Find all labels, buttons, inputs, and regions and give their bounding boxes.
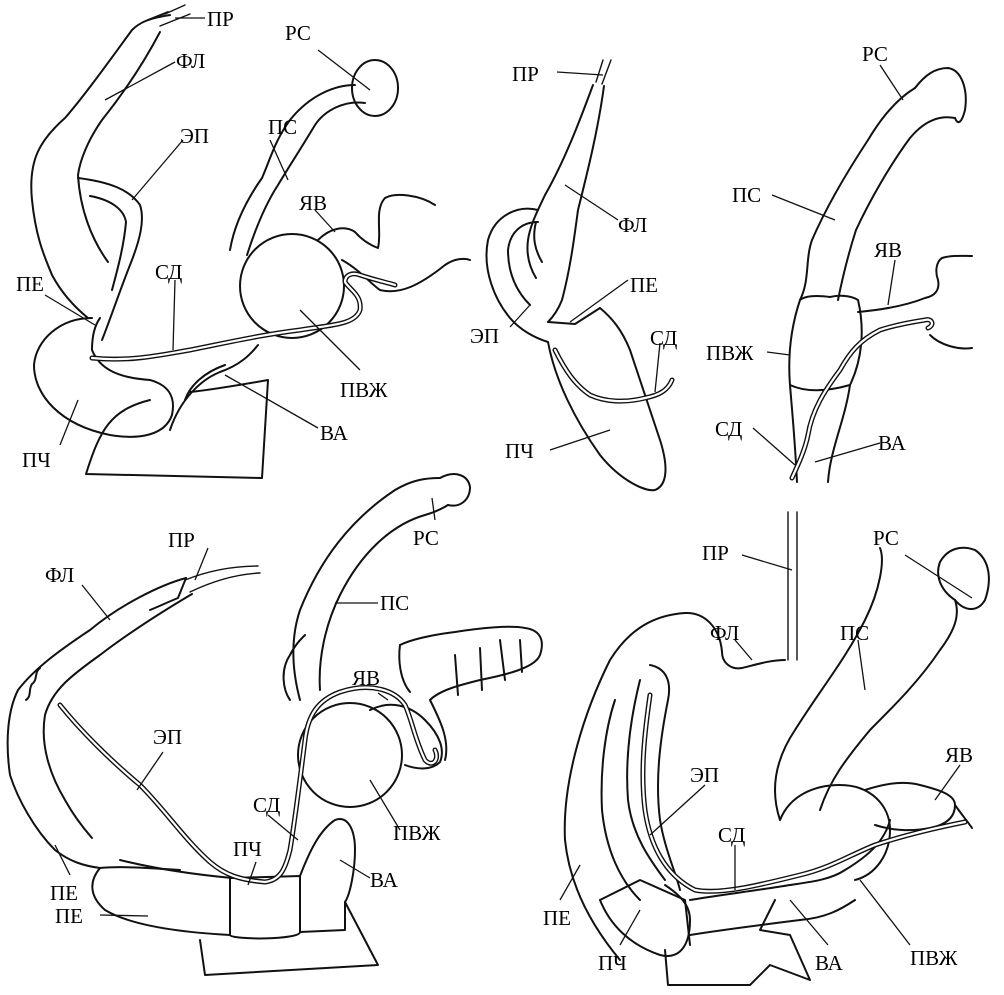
panel-top-left <box>31 5 470 478</box>
label-pvzh: ПВЖ <box>910 946 958 970</box>
spermatheca-reservoir <box>915 68 966 122</box>
spermatheca-duct <box>800 88 915 300</box>
label-va: ВА <box>878 431 907 455</box>
label-ps: ПС <box>732 183 761 207</box>
label-va: ВА <box>370 868 399 892</box>
label-fl: ФЛ <box>45 563 74 587</box>
label-sd: СД <box>253 793 280 817</box>
penial-retractor <box>788 512 797 660</box>
label-ep: ЭП <box>180 124 209 148</box>
flagellum-outline <box>31 15 170 318</box>
label-yav: ЯВ <box>874 238 902 262</box>
vaginal-gland <box>240 234 344 338</box>
label-va: ВА <box>320 421 349 445</box>
panel-bottom-left <box>8 474 542 975</box>
label-pch: ПЧ <box>598 951 627 975</box>
vagina-outline <box>170 345 258 430</box>
spermatheca-reservoir <box>938 548 989 609</box>
label-ep: ЭП <box>470 324 499 348</box>
label-va: ВА <box>815 951 844 975</box>
label-pr: ПР <box>207 7 234 31</box>
label-ep: ЭП <box>690 763 719 787</box>
label-pe: ПЕ <box>50 881 78 905</box>
label-pe: ПЕ <box>55 904 83 928</box>
penis-sheath <box>600 880 690 945</box>
label-pvzh: ПВЖ <box>340 378 388 402</box>
albumen-gland <box>318 195 435 248</box>
albumen-gland <box>858 256 972 312</box>
label-fl: ФЛ <box>176 49 205 73</box>
flagellum-outline <box>528 85 593 240</box>
label-pe: ПЕ <box>543 906 571 930</box>
label-fl: ФЛ <box>710 621 739 645</box>
label-pch: ПЧ <box>233 837 262 861</box>
label-yav: ЯВ <box>352 666 380 690</box>
label-pch: ПЧ <box>22 448 51 472</box>
label-sd: СД <box>715 417 742 441</box>
label-pch: ПЧ <box>505 439 534 463</box>
spermatheca-duct <box>775 548 882 820</box>
label-pr: ПР <box>702 541 729 565</box>
label-pr: ПР <box>168 528 195 552</box>
panel-bottom-right <box>565 512 989 985</box>
label-ps: ПС <box>380 591 409 615</box>
label-pr: ПР <box>512 62 539 86</box>
vagina-outline <box>300 819 355 902</box>
vaginal-gland <box>789 296 861 390</box>
flagellum-outline <box>565 613 785 960</box>
label-sd: СД <box>650 326 677 350</box>
sperm-duct <box>792 320 932 478</box>
sperm-duct <box>555 350 672 401</box>
label-fl: ФЛ <box>618 213 647 237</box>
label-pe: ПЕ <box>16 272 44 296</box>
spermatheca-duct <box>230 85 355 250</box>
label-ps: ПС <box>268 115 297 139</box>
albumen-gland <box>370 705 442 769</box>
penis-sheath <box>230 876 300 938</box>
label-sd: СД <box>155 260 182 284</box>
vaginal-gland <box>298 703 402 807</box>
label-sd: СД <box>718 823 745 847</box>
penial-retractor <box>596 60 611 84</box>
label-rs: РС <box>285 21 311 45</box>
spermatheca-reservoir <box>352 60 398 116</box>
label-ep: ЭП <box>153 725 182 749</box>
panel-top-right <box>789 68 972 482</box>
label-rs: РС <box>862 42 888 66</box>
leader-lines <box>45 18 972 945</box>
penial-retractor <box>185 566 260 592</box>
label-yav: ЯВ <box>299 191 327 215</box>
spermatheca-reservoir <box>440 474 470 506</box>
penis-outline <box>92 860 232 935</box>
label-ps: ПС <box>840 621 869 645</box>
label-pvzh: ПВЖ <box>393 821 441 845</box>
flagellum-outline <box>8 578 186 868</box>
label-rs: РС <box>873 526 899 550</box>
label-pe: ПЕ <box>630 273 658 297</box>
labels: ПР ФЛ ЭП РС ПС ЯВ СД ПЕ ПВЖ ВА ПЧ ПР ФЛ … <box>16 7 973 975</box>
label-yav: ЯВ <box>945 743 973 767</box>
label-pvzh: ПВЖ <box>706 341 754 365</box>
label-rs: РС <box>413 526 439 550</box>
